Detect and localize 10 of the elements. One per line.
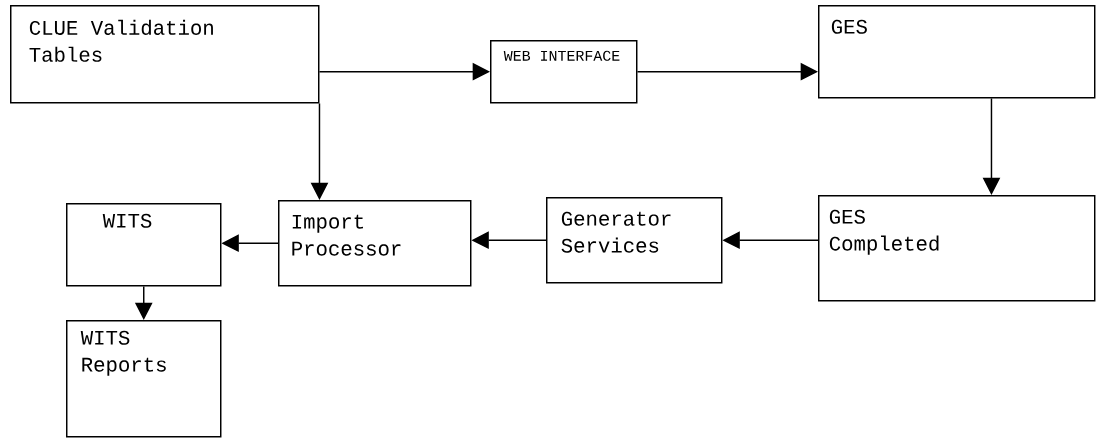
process-box: Generator Services <box>546 197 723 284</box>
process-box: CLUE Validation Tables <box>10 5 320 104</box>
process-box: GES <box>818 5 1096 99</box>
process-box: WITS <box>66 203 222 287</box>
arrow <box>318 62 490 81</box>
process-box: GES Completed <box>818 195 1096 302</box>
arrow <box>636 62 818 81</box>
process-box: WEB INTERFACE <box>490 40 638 104</box>
process-box: Import Processor <box>278 200 472 287</box>
process-box: WITS Reports <box>66 320 222 438</box>
